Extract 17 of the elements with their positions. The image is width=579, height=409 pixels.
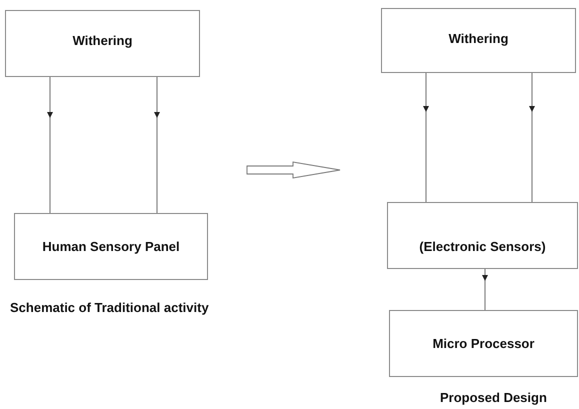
arrow — [47, 76, 53, 214]
caption: Proposed Design — [440, 389, 547, 407]
box-label: Withering — [448, 30, 508, 48]
process-box — [5, 10, 200, 77]
process-box — [387, 202, 578, 269]
box-label: Human Sensory Panel — [42, 238, 180, 256]
arrow — [154, 76, 160, 214]
box-label: Micro Processor — [432, 334, 534, 353]
caption: Schematic of Traditional activity — [10, 299, 209, 317]
process-box — [389, 310, 578, 377]
box-label: (Electronic Sensors) — [419, 238, 546, 256]
arrow — [423, 72, 429, 202]
process-box — [14, 213, 208, 280]
box-label: Withering — [72, 32, 132, 50]
arrow — [529, 72, 535, 202]
arrow — [482, 268, 488, 310]
process-box — [381, 8, 576, 73]
